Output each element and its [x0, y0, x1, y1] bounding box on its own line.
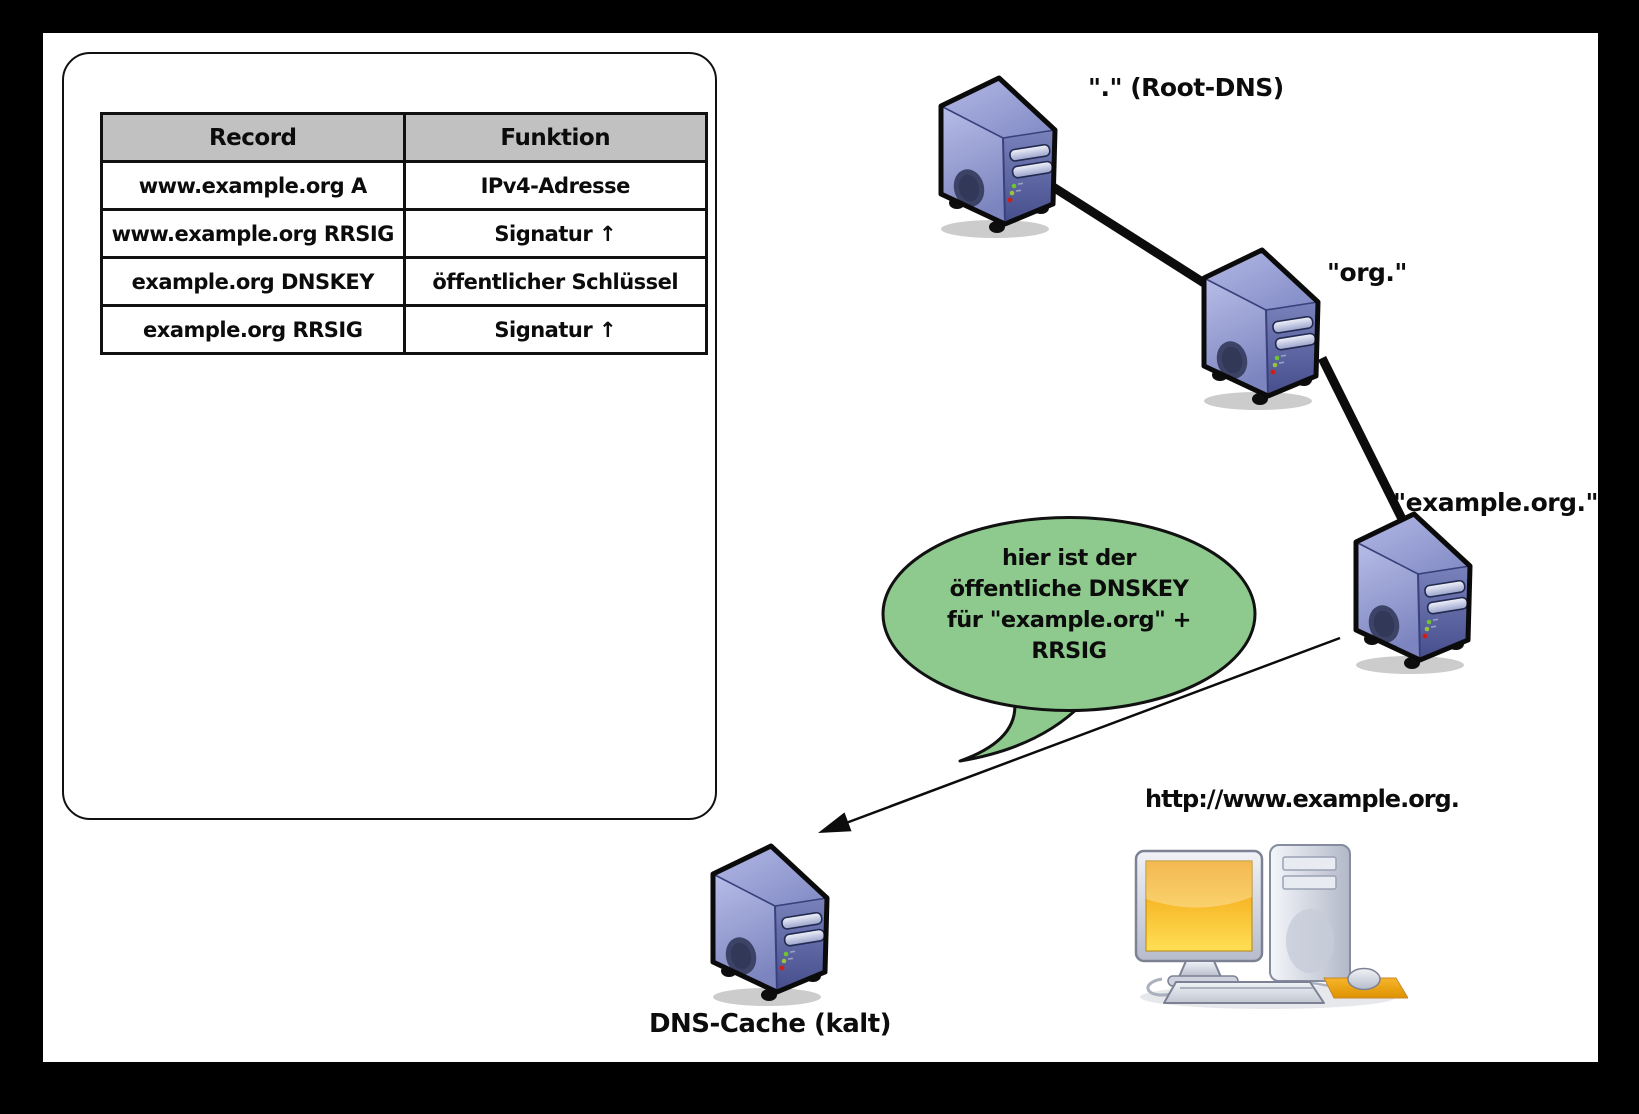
- computer-tower: [1269, 844, 1351, 982]
- label-dns-cache: DNS-Cache (kalt): [648, 1009, 892, 1039]
- server-icon-dns-cache: [705, 840, 833, 1008]
- record-table: Record Funktion www.example.org A IPv4-A…: [100, 112, 708, 355]
- label-root-dns: "." (Root-DNS): [1088, 73, 1284, 102]
- table-row: example.org DNSKEY öffentlicher Schlüsse…: [100, 256, 708, 307]
- diagram-canvas: Record Funktion www.example.org A IPv4-A…: [43, 33, 1598, 1062]
- server-icon-root-dns: [933, 72, 1061, 240]
- computer-monitor: [1134, 849, 1264, 987]
- speech-bubble-line: RRSIG: [1031, 638, 1106, 664]
- table-header-funktion: Funktion: [402, 112, 708, 163]
- computer-mouse: [1347, 967, 1381, 991]
- computer-keyboard: [1163, 981, 1325, 1004]
- table-cell-record: www.example.org RRSIG: [100, 208, 406, 259]
- table-cell-funktion: Signatur ↑: [402, 304, 708, 355]
- label-example-org: "example.org.": [1393, 488, 1598, 517]
- speech-bubble-body: [881, 516, 1257, 712]
- response-arrow-example-to-cache: [818, 636, 1341, 833]
- table-cell-record: example.org DNSKEY: [100, 256, 406, 307]
- speech-bubble: hier ist der öffentliche DNSKEY für "exa…: [881, 516, 1257, 763]
- table-cell-record: www.example.org A: [100, 160, 406, 211]
- server-icon-org: [1196, 244, 1324, 412]
- speech-bubble-line: hier ist der: [1002, 545, 1137, 571]
- table-cell-record: example.org RRSIG: [100, 304, 406, 355]
- server-icon-example-org: [1348, 508, 1476, 676]
- table-row: www.example.org A IPv4-Adresse: [100, 160, 708, 211]
- arrowhead-icon: [818, 812, 852, 833]
- table-header-row: Record Funktion: [100, 112, 708, 163]
- speech-bubble-line: öffentliche DNSKEY: [950, 576, 1190, 602]
- table-cell-funktion: Signatur ↑: [402, 208, 708, 259]
- label-client-url: http://www.example.org.: [1145, 785, 1460, 813]
- table-cell-funktion: öffentlicher Schlüssel: [402, 256, 708, 307]
- table-row: www.example.org RRSIG Signatur ↑: [100, 208, 708, 259]
- desktop-computer-icon: [1134, 844, 1408, 1009]
- table-row: example.org RRSIG Signatur ↑: [100, 304, 708, 355]
- speech-bubble-line: für "example.org" +: [947, 607, 1191, 633]
- table-header-record: Record: [100, 112, 406, 163]
- record-panel: Record Funktion www.example.org A IPv4-A…: [62, 52, 717, 820]
- delegation-line-root-to-org: [1047, 181, 1218, 294]
- delegation-line-org-to-example: [1317, 355, 1410, 528]
- table-cell-funktion: IPv4-Adresse: [402, 160, 708, 211]
- connection-lines: [818, 181, 1410, 833]
- label-org: "org.": [1327, 258, 1407, 287]
